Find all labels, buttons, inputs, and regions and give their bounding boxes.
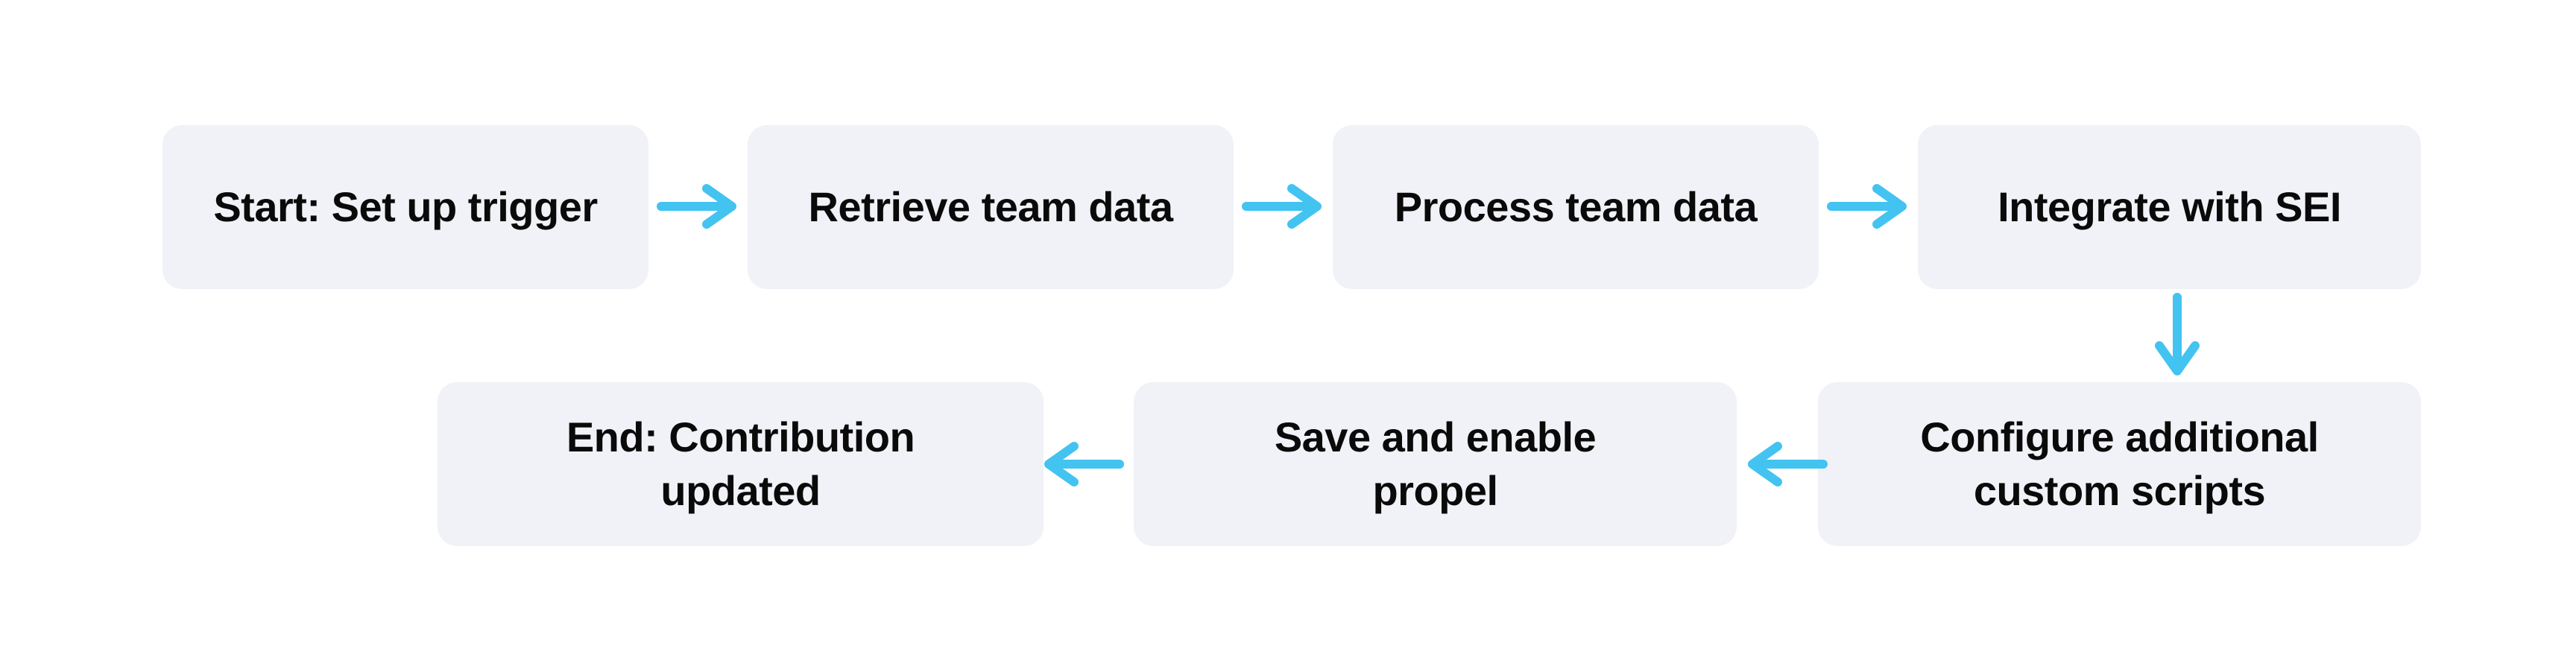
- arrow-right-icon: [1242, 184, 1322, 229]
- arrow-left-icon: [1748, 442, 1828, 486]
- node-configure-additional-custom-scripts: Configure additional custom scripts: [1818, 382, 2421, 546]
- arrow-right-icon: [1827, 184, 1907, 229]
- node-start-set-up-trigger: Start: Set up trigger: [162, 125, 648, 289]
- node-save-and-enable-propel: Save and enable propel: [1134, 382, 1737, 546]
- node-process-team-data: Process team data: [1333, 125, 1819, 289]
- arrow-right-icon: [657, 184, 736, 229]
- node-integrate-with-sei: Integrate with SEI: [1918, 125, 2421, 289]
- arrow-left-icon: [1044, 442, 1124, 486]
- node-end-contribution-updated: End: Contribution updated: [438, 382, 1044, 546]
- node-retrieve-team-data: Retrieve team data: [748, 125, 1234, 289]
- arrow-down-icon: [2155, 293, 2200, 375]
